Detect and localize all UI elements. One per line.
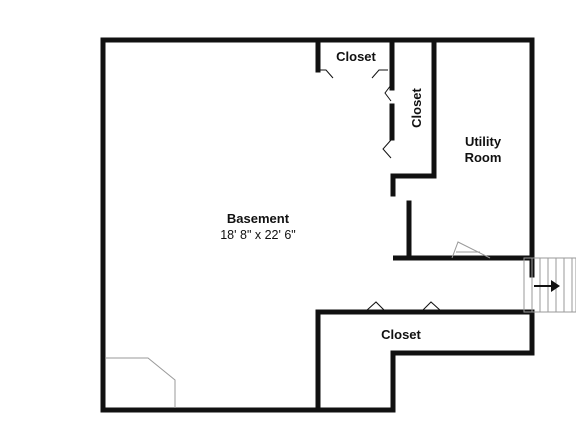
side-closet-label: Closet [409, 87, 424, 127]
bottom-closet-label: Closet [381, 327, 421, 342]
basement-label: Basement [227, 211, 290, 226]
utility-room-label-line2: Room [465, 150, 502, 165]
basement-dimensions: 18' 8" x 22' 6" [220, 228, 296, 242]
utility-room-label-line1: Utility [465, 134, 502, 149]
exterior-walls [100, 37, 535, 413]
utility-fixture [451, 241, 491, 259]
door-marks [319, 69, 442, 312]
top-closet-label: Closet [336, 49, 376, 64]
interior-walls [315, 37, 535, 315]
corner-fixture [106, 357, 176, 408]
stairs-arrow-right-icon [534, 280, 560, 292]
